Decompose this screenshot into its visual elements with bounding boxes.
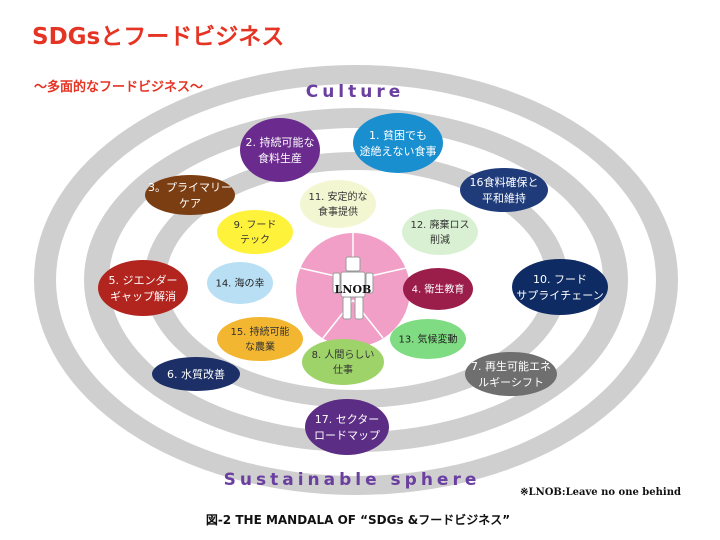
sdg-node-label: 11. 安定的な [308, 190, 367, 203]
sdg-node-ellipse [512, 259, 608, 315]
page-subtitle: 〜多面的なフードビジネス〜 [34, 79, 203, 95]
sdg-node-ellipse [390, 319, 466, 359]
footnote: ※LNOB:Leave no one behind [520, 487, 681, 498]
sdg-node-label: 15. 持続可能 [230, 325, 289, 338]
center-lnob: LNOB [296, 233, 410, 347]
center-label: LNOB [335, 283, 372, 296]
sdg-node-label: 16食料確保と [470, 175, 539, 189]
sdg-node-ellipse [353, 113, 443, 173]
sdg-node-label: 7. 再生可能エネ [471, 359, 551, 373]
ring-label-culture: Culture [306, 82, 405, 102]
sdg-node-label: 食料生産 [258, 151, 302, 165]
sdg-node-label: 仕事 [333, 363, 353, 376]
sdg-node-label: 14. 海の幸 [215, 277, 264, 290]
sdg-node-ellipse [305, 399, 389, 455]
sdg-node-ellipse [98, 260, 188, 316]
sdg-node-label: ロードマップ [314, 429, 380, 442]
sdg-node-label: サプライチェーン [516, 289, 603, 302]
sdg-node-ellipse [300, 180, 376, 228]
sdg-node-ellipse [403, 268, 473, 310]
sdg-node-ellipse [207, 262, 273, 304]
sdg-node-label: ルギーシフト [478, 376, 544, 389]
sdg-node-ellipse [302, 339, 384, 385]
sdg-node-label: 食事提供 [318, 205, 358, 218]
sdg-node-label: な農業 [245, 340, 275, 353]
sdg-node-label: 1. 貧困でも [369, 129, 427, 142]
sdg-node-label: 2. 持続可能な [246, 135, 315, 149]
sdg-node-ellipse [240, 118, 320, 182]
person-icon [332, 256, 374, 320]
sdg-node-label: 3。プライマリー [148, 181, 232, 194]
sdg-node-label: 10. フード [533, 273, 587, 286]
sdg-node-label: 平和維持 [482, 191, 526, 205]
sdg-node-label: 9. フード [234, 220, 277, 231]
ring-label-sustainable-sphere: Sustainable sphere [224, 470, 481, 490]
sdg-node-n13: 13. 気候変動 [390, 319, 466, 359]
sdg-node-ellipse [217, 317, 303, 361]
page-title: SDGsとフードビジネス [32, 24, 284, 50]
sdg-node-label: 5. ジエンダー [109, 273, 178, 287]
sdg-node-label: テック [240, 234, 270, 246]
sdg-node-label: 8. 人間らしい [312, 349, 375, 361]
sdg-node-ellipse [217, 210, 293, 254]
sdg-node-n4: 4. 衛生教育 [403, 268, 473, 310]
sdg-node-label: 12. 廃棄ロス [410, 218, 469, 231]
sdg-node-label: 途絶えない食事 [360, 144, 437, 158]
sdg-node-label: 4. 衛生教育 [412, 283, 465, 296]
sdg-node-ellipse [145, 175, 235, 215]
sdg-node-label: 13. 気候変動 [398, 333, 457, 346]
sdg-node-label: ケア [179, 197, 201, 210]
sdg-node-ellipse [465, 352, 557, 396]
sdg-node-ellipse [152, 357, 240, 391]
sdg-node-n14: 14. 海の幸 [207, 262, 273, 304]
sdg-node-n6: 6. 水質改善 [152, 357, 240, 391]
figure-caption: 図-2 THE MANDALA OF “SDGs &フードビジネス” [206, 512, 510, 527]
sdg-node-label: 削減 [430, 233, 450, 246]
sdg-node-ellipse [460, 168, 548, 212]
sdg-node-label: 6. 水質改善 [167, 367, 225, 381]
sdg-node-label: 17. セクター [315, 413, 380, 426]
sdg-node-ellipse [402, 209, 478, 255]
sdg-node-label: ギャップ解消 [110, 289, 176, 303]
